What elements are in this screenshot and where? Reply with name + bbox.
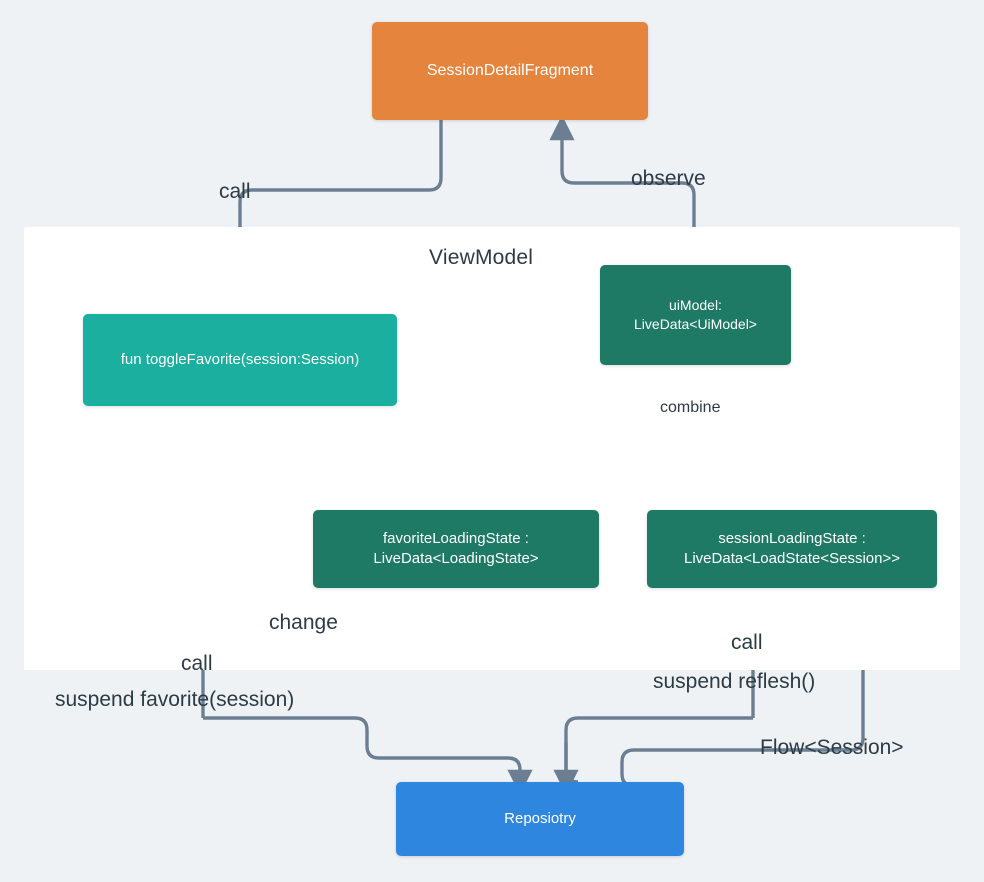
node-label-toggle-favorite: fun toggleFavorite(session:Session) [120, 350, 360, 368]
node-repository[interactable]: Reposiotry [396, 782, 684, 856]
node-label-repository: Reposiotry [504, 809, 576, 827]
edge-label-suspend-favorite: suspend favorite(session) [55, 688, 295, 711]
edge-label-call-toggle-to-repository: call [181, 652, 213, 675]
edge-label-flow-session: Flow<Session> [760, 736, 904, 759]
node-label-favorite-loading-state: favoriteLoadingState : LiveData<LoadingS… [373, 529, 539, 567]
node-session-detail-fragment[interactable]: SessionDetailFragment [372, 22, 648, 120]
node-toggle-favorite[interactable]: fun toggleFavorite(session:Session) [83, 314, 397, 406]
node-ui-model[interactable]: uiModel: LiveData<UiModel> [600, 265, 791, 365]
edge-label-combine: combine [660, 399, 721, 416]
edge-label-call-fragment-to-toggle: call [219, 180, 251, 203]
viewmodel-panel-title: ViewModel [429, 246, 534, 269]
edge-label-observe: observe [631, 167, 706, 190]
viewmodel-panel [24, 227, 960, 670]
node-session-loading-state[interactable]: sessionLoadingState : LiveData<LoadState… [647, 510, 937, 588]
edge-label-suspend-reflesh: suspend reflesh() [653, 670, 816, 693]
node-label-session-loading-state: sessionLoadingState : LiveData<LoadState… [684, 529, 900, 567]
node-label-ui-model: uiModel: LiveData<UiModel> [634, 297, 757, 332]
edge-suspend-reflesh-bend [564, 716, 753, 784]
edge-label-call-session-state-to-repository: call [731, 631, 763, 654]
edge-suspend-favorite-to-repository [203, 716, 533, 795]
node-favorite-loading-state[interactable]: favoriteLoadingState : LiveData<LoadingS… [313, 510, 599, 588]
node-label-session-detail-fragment: SessionDetailFragment [426, 62, 594, 80]
edge-label-change: change [269, 611, 338, 634]
